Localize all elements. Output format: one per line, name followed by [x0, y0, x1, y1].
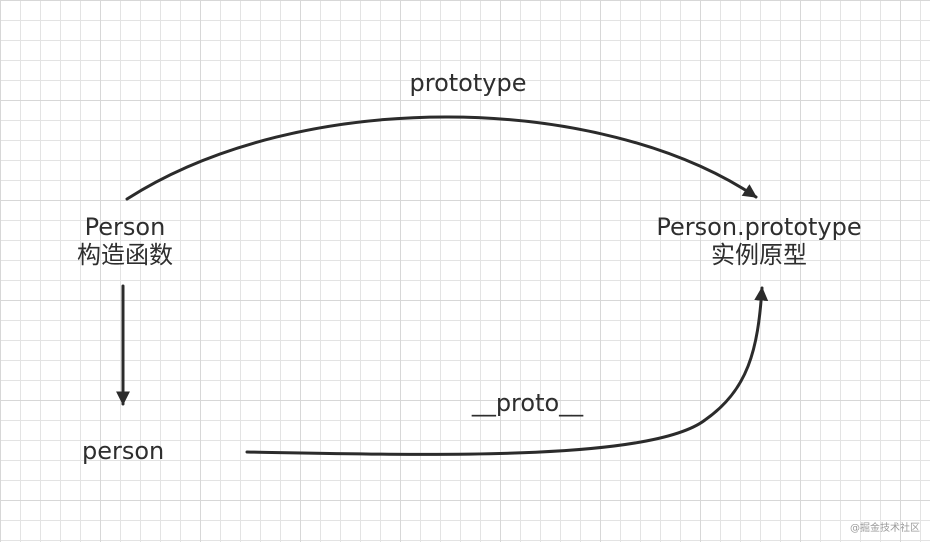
node-person-name: Person: [84, 213, 166, 241]
edge-label-prototype-text: prototype: [409, 69, 527, 97]
node-prototype-name: Person.prototype: [656, 213, 862, 241]
edge-prototype: [125, 115, 758, 201]
edge-label-proto: __proto__: [465, 389, 590, 418]
edge-label-prototype: prototype: [405, 69, 531, 98]
node-person-constructor: Person 构造函数: [70, 213, 180, 269]
node-prototype-subtitle: 实例原型: [711, 240, 807, 269]
edge-label-proto-text: __proto__: [471, 389, 584, 417]
node-person-prototype: Person.prototype 实例原型: [648, 213, 870, 269]
node-instance-name: person: [82, 437, 165, 465]
edge-proto: [245, 286, 769, 456]
node-person-instance: person: [82, 437, 172, 466]
node-person-subtitle: 构造函数: [77, 240, 173, 269]
watermark: @掘金技术社区: [850, 523, 920, 534]
